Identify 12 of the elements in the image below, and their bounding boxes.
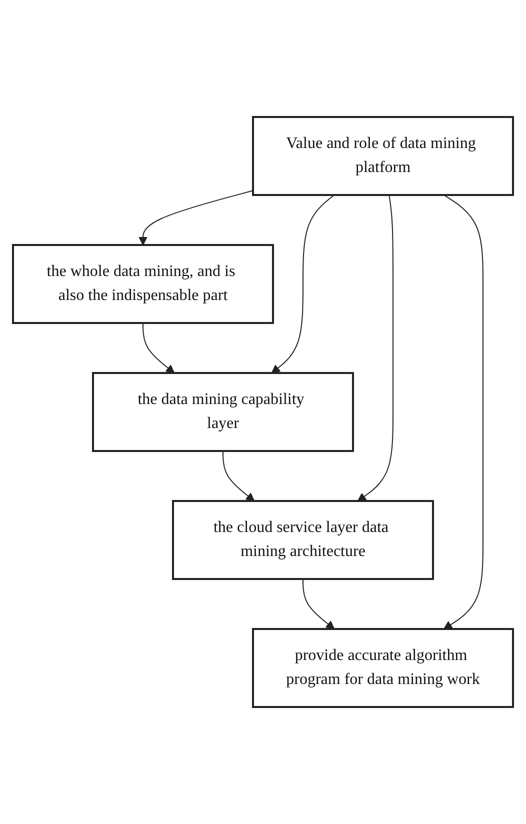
arrow — [302, 578, 335, 630]
node-box: the whole data mining, and is also the indispensable part — [12, 244, 274, 324]
node-box: Value and role of data mining platform — [252, 116, 514, 196]
arrow — [142, 322, 175, 374]
node-box: the data mining capability layer — [92, 372, 354, 452]
node-box: the cloud service layer data mining architecture — [172, 500, 434, 580]
node-box: provide accurate algorithm program for data mining work — [252, 628, 514, 708]
arrow — [357, 194, 394, 502]
arrow — [138, 190, 254, 246]
arrow — [443, 194, 484, 630]
arrow — [222, 450, 255, 502]
arrow — [271, 194, 335, 374]
